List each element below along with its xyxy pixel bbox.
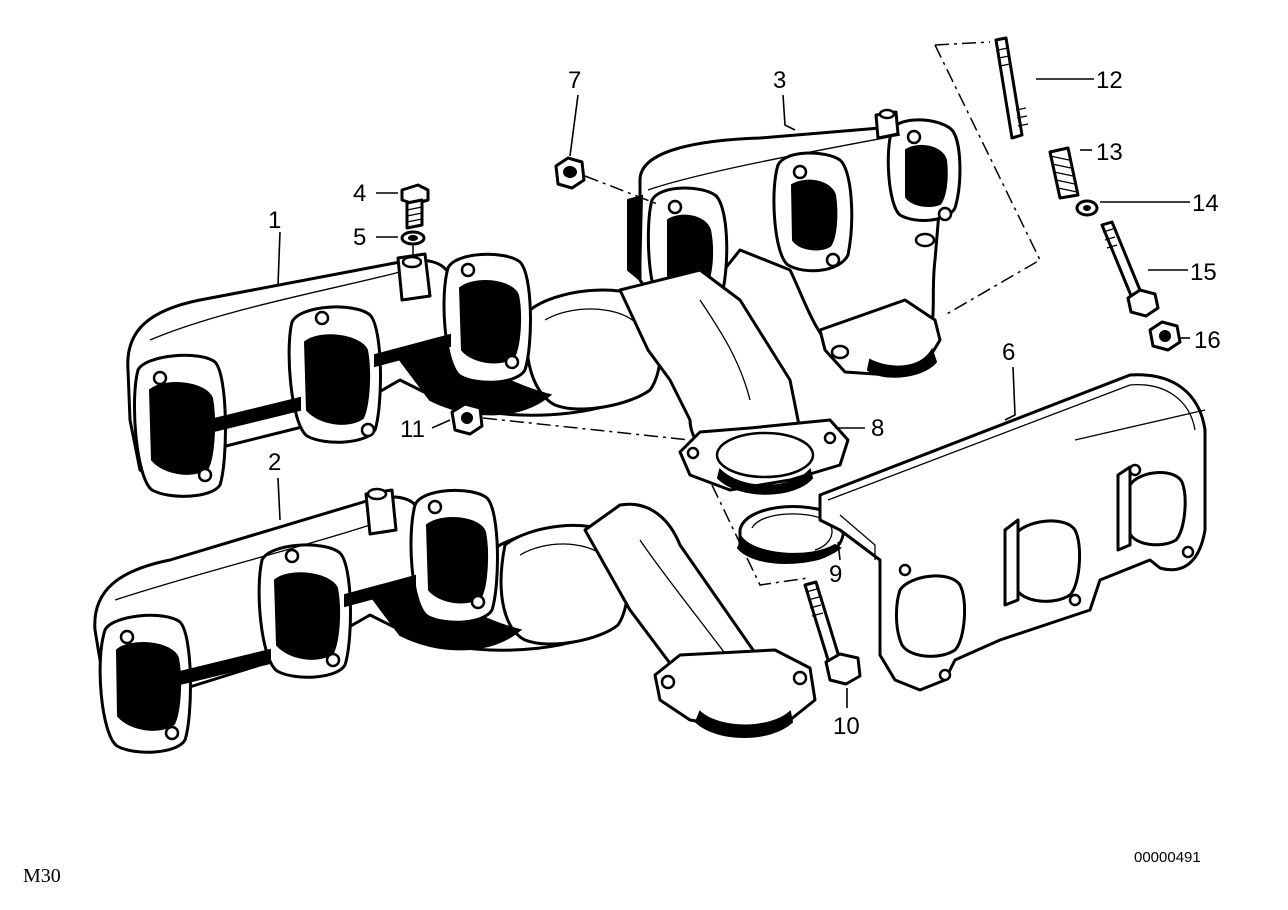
- part-1-front-exhaust-manifold[interactable]: [126, 252, 802, 498]
- part-16-nut[interactable]: [1148, 320, 1182, 352]
- callout-3: 3: [773, 67, 786, 94]
- diagram-number-label: 00000491: [1134, 849, 1201, 866]
- callout-13: 13: [1096, 139, 1123, 166]
- callout-7: 7: [568, 67, 581, 94]
- callout-11: 11: [400, 416, 425, 443]
- part-2-exhaust-manifold-lower[interactable]: [93, 487, 817, 754]
- callout-9: 9: [829, 561, 842, 588]
- callout-12: 12: [1096, 67, 1123, 94]
- part-5-washer[interactable]: [400, 230, 426, 246]
- callout-5: 5: [353, 224, 366, 251]
- part-6-heat-shield[interactable]: [818, 373, 1207, 692]
- callout-10: 10: [833, 713, 860, 740]
- callout-1: 1: [268, 207, 281, 234]
- part-10-bolt[interactable]: [803, 580, 862, 686]
- part-14-washer[interactable]: [1075, 199, 1099, 217]
- part-13-spring[interactable]: [1048, 146, 1080, 200]
- part-11-nut[interactable]: [450, 402, 484, 436]
- callout-2: 2: [268, 449, 281, 476]
- part-7-nut[interactable]: [554, 156, 586, 190]
- callout-4: 4: [353, 180, 366, 207]
- callout-14: 14: [1192, 190, 1219, 217]
- part-12-stud[interactable]: [994, 36, 1029, 140]
- assembly-dash-lines: [412, 41, 1041, 586]
- leader-lines: [277, 78, 1190, 708]
- callout-16: 16: [1194, 327, 1221, 354]
- callout-6: 6: [1002, 339, 1015, 366]
- part-9-gasket-ring[interactable]: [736, 505, 845, 564]
- callout-8: 8: [871, 415, 884, 442]
- part-4-bolt[interactable]: [400, 183, 430, 230]
- part-8-pipe-flange[interactable]: [678, 418, 850, 495]
- callout-labels: 1 2 3 4 5 6 7 8 9 10 11 12 13 14 15 16: [268, 67, 1221, 740]
- part-15-bolt[interactable]: [1100, 220, 1160, 318]
- engine-code-label: M30: [23, 865, 61, 887]
- callout-15: 15: [1190, 259, 1217, 286]
